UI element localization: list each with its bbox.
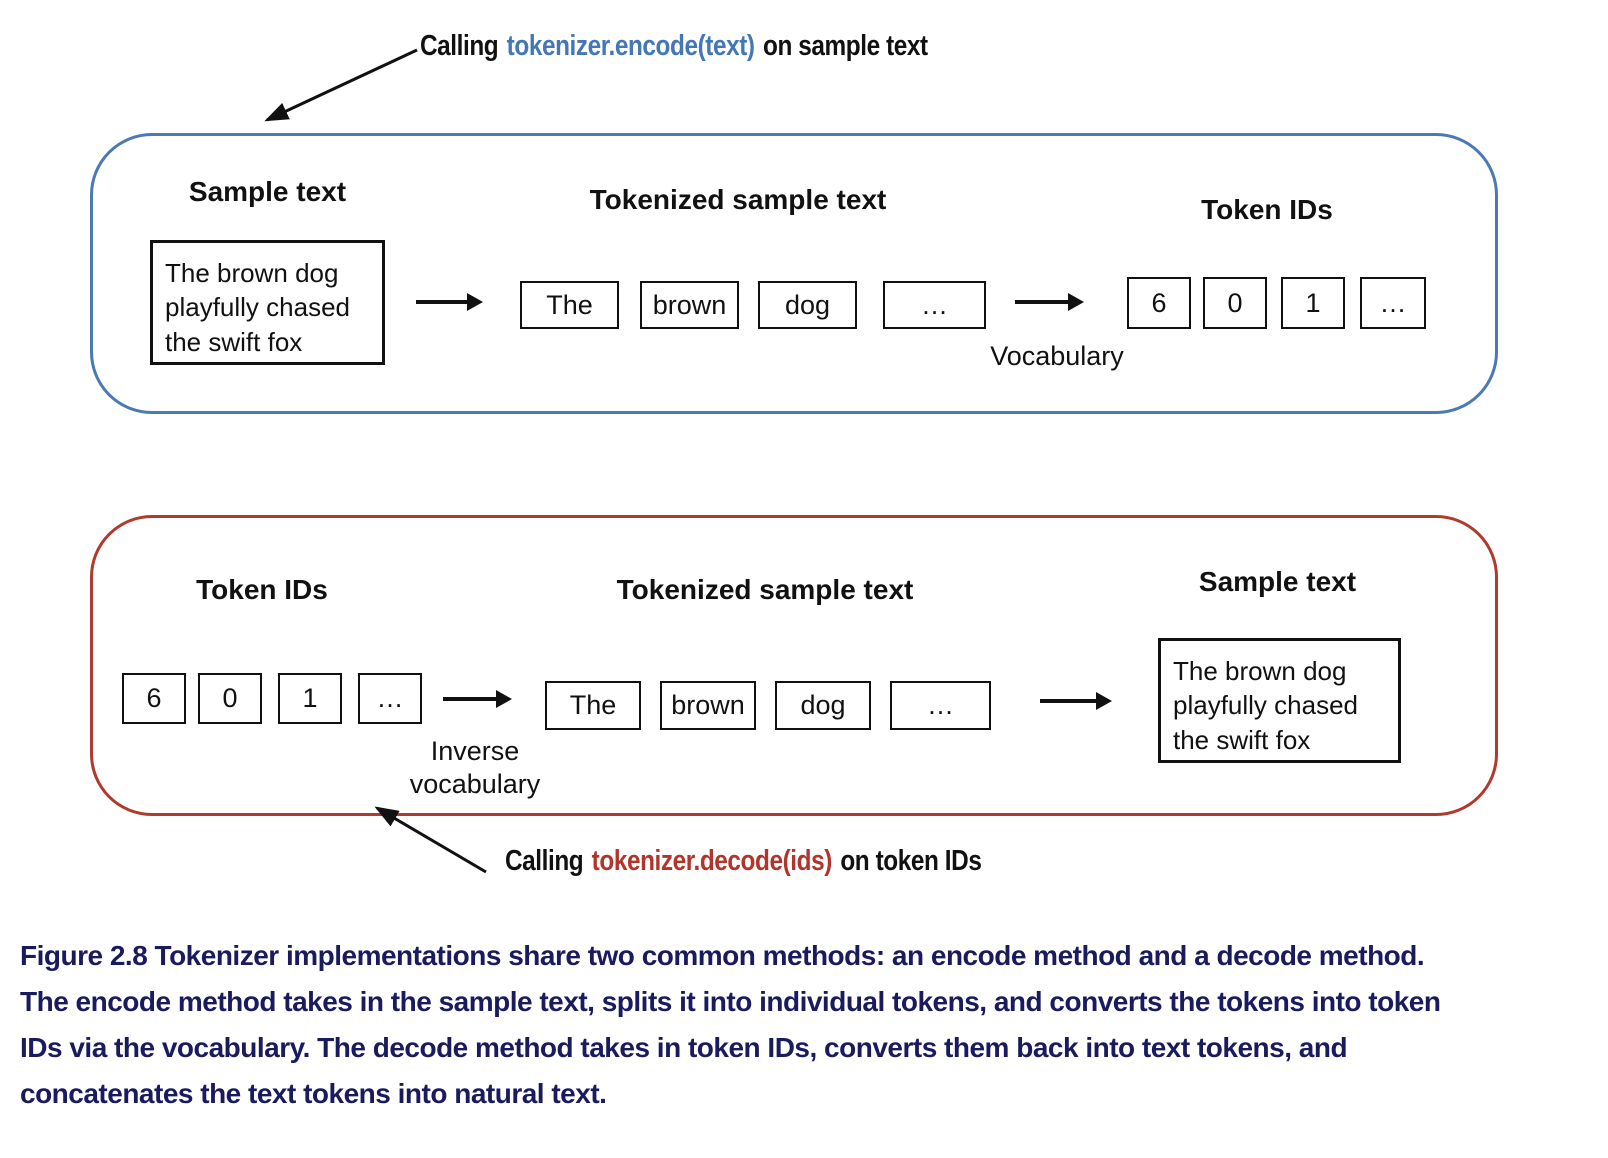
token-id-box: … — [1360, 277, 1426, 329]
token-id-box: 1 — [1281, 277, 1345, 329]
decode-annotation-suffix: on token IDs — [840, 845, 982, 877]
encode-annotation-prefix: Calling — [420, 30, 499, 62]
token-id-box: 6 — [1127, 277, 1191, 329]
token-box: The — [545, 681, 641, 730]
decode-sample-heading: Sample text — [1198, 566, 1357, 597]
encode-annotation-arrow-icon — [264, 48, 418, 122]
token-box: dog — [758, 281, 857, 329]
decode-annotation-arrow-icon — [374, 806, 487, 874]
token-id-box: 1 — [278, 673, 342, 724]
encode-token-ids-heading: Token IDs — [1201, 194, 1333, 225]
inverse-vocabulary-label: Inverse vocabulary — [409, 736, 541, 799]
vocabulary-label: Vocabulary — [990, 341, 1124, 371]
encode-sample-heading: Sample text — [188, 176, 347, 207]
encode-sample-text-box: The brown dog playfully chased the swift… — [150, 240, 385, 365]
token-id-box: 0 — [1203, 277, 1267, 329]
figure-caption-line: concatenates the text tokens into natura… — [20, 1078, 607, 1109]
decode-sample-text-box: The brown dog playfully chased the swift… — [1158, 638, 1401, 763]
decode-code-text: tokenizer.decode(ids) — [591, 845, 833, 877]
encode-code-text: tokenizer.encode(text) — [506, 30, 755, 62]
decode-arrow-inverse-vocab-icon — [443, 690, 512, 707]
decode-annotation-prefix: Calling — [505, 845, 584, 877]
token-box: dog — [775, 681, 871, 730]
figure-caption-line: The encode method takes in the sample te… — [20, 986, 1441, 1017]
encode-arrow-vocabulary-icon — [1015, 293, 1084, 310]
figure-caption-line: Figure 2.8 Tokenizer implementations sha… — [20, 940, 1425, 971]
token-box: … — [890, 681, 991, 730]
token-id-box: … — [358, 673, 422, 724]
token-box: The — [520, 281, 619, 329]
encode-arrow-tokenize-icon — [416, 293, 483, 310]
figure-caption-line: IDs via the vocabulary. The decode metho… — [20, 1032, 1348, 1063]
token-id-box: 6 — [122, 673, 186, 724]
token-box: brown — [640, 281, 739, 329]
encode-annotation-suffix: on sample text — [763, 30, 928, 62]
decode-arrow-detokenize-icon — [1040, 692, 1112, 709]
decode-tokenized-heading: Tokenized sample text — [616, 574, 914, 605]
token-box: … — [883, 281, 986, 329]
encode-tokenized-heading: Tokenized sample text — [589, 184, 887, 215]
token-box: brown — [660, 681, 756, 730]
decode-token-ids-heading: Token IDs — [196, 574, 328, 605]
token-id-box: 0 — [198, 673, 262, 724]
